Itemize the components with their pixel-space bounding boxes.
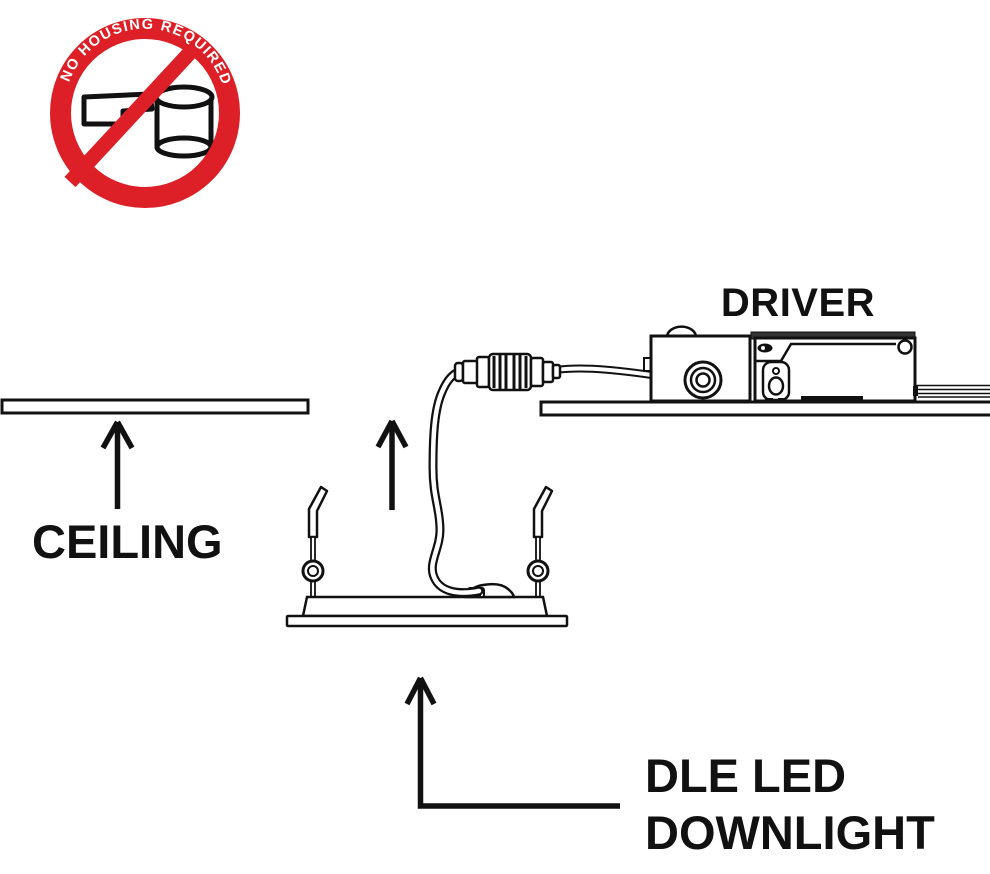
keyhole-large-hole bbox=[767, 376, 785, 396]
keyhole-small-hole bbox=[772, 367, 780, 375]
power-cable bbox=[427, 366, 484, 598]
driver-panel-outline bbox=[755, 342, 896, 363]
downlight-label-line1: DLE LED bbox=[645, 749, 846, 802]
no-housing-sign: NO HOUSING REQUIRED bbox=[50, 17, 240, 208]
strain-relief-outer bbox=[683, 360, 723, 400]
clip-blade bbox=[532, 485, 554, 539]
connector-knurling bbox=[492, 355, 528, 389]
cable-core bbox=[430, 368, 482, 595]
driver-box bbox=[643, 325, 990, 403]
connector-nut bbox=[541, 360, 555, 384]
sign-slash bbox=[64, 39, 203, 188]
connector-step-right bbox=[529, 356, 545, 388]
driver-top-loop bbox=[665, 325, 698, 338]
spring-clip-right bbox=[526, 485, 554, 599]
driver-bottom-slot bbox=[801, 396, 863, 401]
quick-connector bbox=[453, 352, 562, 392]
driver-corner-knockout bbox=[897, 339, 913, 355]
ceiling-label: CEILING bbox=[32, 515, 223, 568]
wire-exit-ridges bbox=[913, 386, 918, 396]
driver-slot-dot bbox=[761, 346, 765, 350]
fixture-body bbox=[301, 595, 549, 618]
driver-label: DRIVER bbox=[721, 281, 875, 325]
strain-relief-inner bbox=[695, 372, 711, 388]
fixture-trim-flange bbox=[285, 614, 569, 628]
fixture-up-arrow bbox=[375, 419, 409, 510]
downlight-leader-arrow bbox=[404, 676, 620, 809]
bracket-foot-left bbox=[765, 398, 773, 402]
ceiling-right-panel bbox=[539, 400, 990, 417]
output-wires bbox=[915, 384, 990, 398]
downlight-fixture bbox=[285, 485, 569, 628]
connector-tip bbox=[551, 363, 562, 380]
clip-blade bbox=[307, 485, 329, 539]
downlight-label-line2: DOWNLIGHT bbox=[645, 806, 935, 859]
spring-clip-left bbox=[301, 485, 329, 599]
ceiling-arrow bbox=[100, 420, 135, 509]
ceiling-left-panel bbox=[0, 398, 310, 415]
connector-step-left bbox=[475, 355, 491, 389]
clip-spring-coil-inner bbox=[307, 565, 319, 577]
bracket-foot-right bbox=[778, 398, 786, 402]
sign-ring bbox=[50, 18, 240, 208]
clip-spring-coil-inner bbox=[532, 565, 544, 577]
